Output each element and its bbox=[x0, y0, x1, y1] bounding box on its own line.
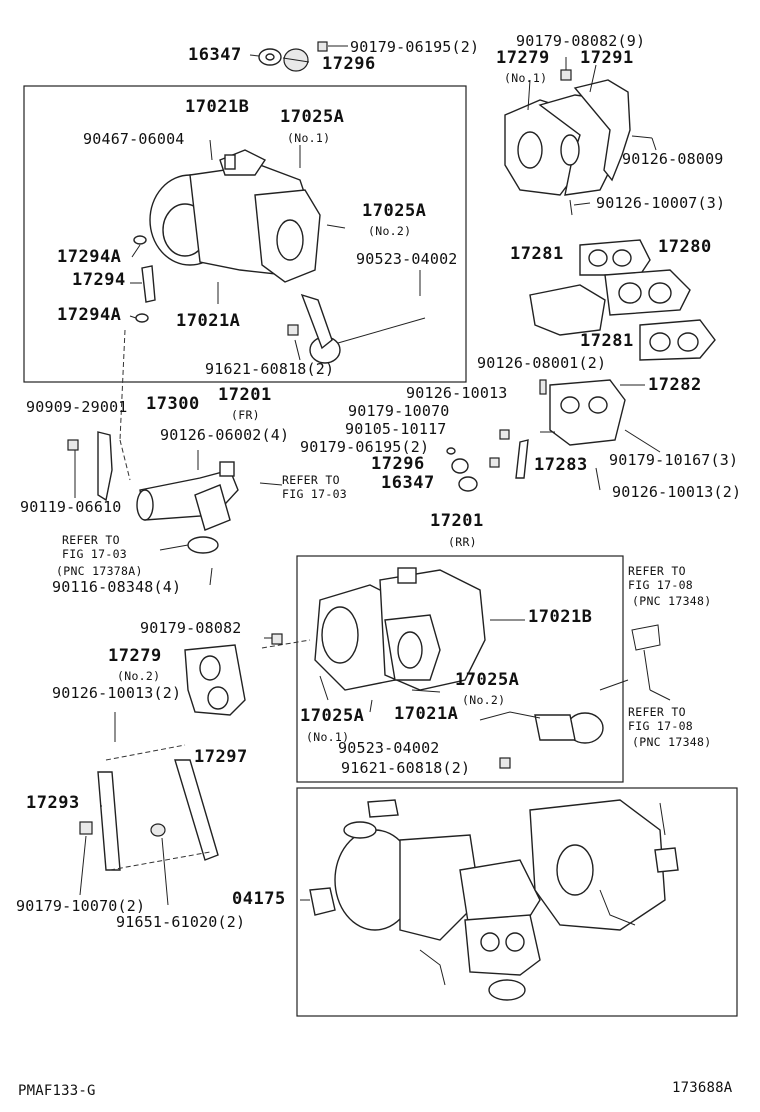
label-17021a-fr: 17021A bbox=[176, 311, 241, 331]
bracket-17282 bbox=[549, 379, 626, 446]
label-17281-2: 17281 bbox=[580, 331, 634, 351]
label-17021a-rr: 17021A bbox=[394, 704, 459, 724]
label-refer-1703-b: REFER TO bbox=[62, 533, 120, 547]
label-17025a-rr1: 17025A bbox=[300, 706, 365, 726]
label-17296-top: 17296 bbox=[322, 54, 376, 74]
gaskets-17280-17281 bbox=[529, 239, 716, 361]
turbo-rear bbox=[314, 567, 486, 691]
front-turbo-frame bbox=[23, 85, 467, 383]
label-90523-fr: 90523-04002 bbox=[356, 250, 458, 268]
label-90105-10117: 90105-10117 bbox=[345, 420, 447, 438]
label-17283: 17283 bbox=[534, 455, 588, 475]
label-90909: 90909-29001 bbox=[26, 398, 128, 416]
label-17025a-fr1: 17025A bbox=[280, 107, 345, 127]
label-17021b-rr: 17021B bbox=[528, 607, 593, 627]
label-17294a-1: 17294A bbox=[57, 247, 122, 267]
label-91621-fr: 91621-60818(2) bbox=[205, 360, 335, 378]
label-17025a-rr2-note: (No.2) bbox=[462, 693, 506, 707]
label-17201-fr: 17201 bbox=[218, 385, 272, 405]
label-90523-rr: 90523-04002 bbox=[338, 739, 440, 757]
label-90179-10070-a: 90179-10070 bbox=[348, 402, 450, 420]
label-90179-08082-rr: 90179-08082 bbox=[140, 619, 242, 637]
label-pnc-17348-a: (PNC 17348) bbox=[632, 594, 712, 608]
label-90179-08082-9: 90179-08082(9) bbox=[516, 32, 646, 50]
label-90126-10013-c: 90126-10013(2) bbox=[52, 684, 182, 702]
label-17025a-fr2: 17025A bbox=[362, 201, 427, 221]
label-17201-rr-note: (RR) bbox=[448, 535, 477, 549]
label-17293: 17293 bbox=[26, 793, 80, 813]
label-refer-1708-b: REFER TO bbox=[628, 705, 686, 719]
actuator-front bbox=[300, 293, 426, 364]
label-17025a-fr2-note: (No.2) bbox=[368, 224, 412, 238]
label-fig-1703-b: FIG 17-03 bbox=[62, 547, 128, 561]
label-91651-61020: 91651-61020(2) bbox=[116, 913, 246, 931]
label-90126-08001: 90126-08001(2) bbox=[477, 354, 607, 372]
label-90126-10013-b: 90126-10013(2) bbox=[612, 483, 742, 501]
label-17201-rr: 17201 bbox=[430, 511, 484, 531]
label-90179-10167: 90179-10167(3) bbox=[609, 451, 739, 469]
label-90126-10007: 90126-10007(3) bbox=[596, 194, 726, 212]
label-pnc-17348-b: (PNC 17348) bbox=[632, 735, 712, 749]
label-17279-no1: (No.1) bbox=[504, 71, 548, 85]
label-fig-1708-b: FIG 17-08 bbox=[628, 719, 694, 733]
label-90467-06004: 90467-06004 bbox=[83, 130, 185, 148]
label-90179-10070-b: 90179-10070(2) bbox=[16, 897, 146, 915]
label-fig-1708-a: FIG 17-08 bbox=[628, 578, 694, 592]
label-refer-1703-a: REFER TO bbox=[282, 473, 340, 487]
label-17021b-fr: 17021B bbox=[185, 97, 250, 117]
label-17281-1: 17281 bbox=[510, 244, 564, 264]
label-90179-06195-top: 90179-06195(2) bbox=[350, 38, 480, 56]
label-17294a-2: 17294A bbox=[57, 305, 122, 325]
label-17279-no2: (No.2) bbox=[117, 669, 161, 683]
label-90179-06195-mid: 90179-06195(2) bbox=[300, 438, 430, 456]
bracket-17293 bbox=[97, 771, 121, 871]
footer-left-code: PMAF133-G bbox=[18, 1083, 96, 1099]
label-90126-06002: 90126-06002(4) bbox=[160, 426, 290, 444]
turbo-front bbox=[149, 149, 321, 283]
turbo-inlet-pipe bbox=[136, 461, 239, 531]
label-16347-mid: 16347 bbox=[381, 473, 435, 493]
footer-right-code: 173688A bbox=[672, 1080, 733, 1096]
bracket-17297 bbox=[174, 759, 219, 861]
actuator-rear bbox=[479, 711, 604, 744]
label-91621-rr: 91621-60818(2) bbox=[341, 759, 471, 777]
turbo-kit-04175 bbox=[309, 799, 679, 1001]
label-17025a-rr2: 17025A bbox=[455, 670, 520, 690]
label-fig-1703-a: FIG 17-03 bbox=[282, 487, 348, 501]
label-17025a-rr1-note: (No.1) bbox=[306, 730, 350, 744]
gasket-17279-no2 bbox=[184, 644, 246, 716]
gasket-16347-top bbox=[258, 48, 282, 66]
label-17279-top: 17279 bbox=[496, 48, 550, 68]
label-17291: 17291 bbox=[580, 48, 634, 68]
label-17300: 17300 bbox=[146, 394, 200, 414]
label-17025a-fr1-note: (No.1) bbox=[287, 131, 331, 145]
label-04175: 04175 bbox=[232, 889, 286, 909]
label-17297: 17297 bbox=[194, 747, 248, 767]
label-90119-06610: 90119-06610 bbox=[20, 498, 122, 516]
kit-frame bbox=[296, 787, 738, 1017]
label-17280: 17280 bbox=[658, 237, 712, 257]
label-16347-top: 16347 bbox=[188, 45, 242, 65]
label-refer-1708-a: REFER TO bbox=[628, 564, 686, 578]
label-pnc-17378a: (PNC 17378A) bbox=[56, 564, 143, 578]
nut-top bbox=[317, 41, 328, 52]
label-17294: 17294 bbox=[72, 270, 126, 290]
label-17201-fr-note: (FR) bbox=[231, 408, 260, 422]
exhaust-manifold-17291 bbox=[504, 79, 631, 196]
label-90126-08009: 90126-08009 bbox=[622, 150, 724, 168]
label-17296-mid: 17296 bbox=[371, 454, 425, 474]
label-90126-10013-a: 90126-10013 bbox=[406, 384, 508, 402]
label-17279-no2-num: 17279 bbox=[108, 646, 162, 666]
label-17282: 17282 bbox=[648, 375, 702, 395]
rear-turbo-frame bbox=[296, 555, 624, 783]
label-90116-08348: 90116-08348(4) bbox=[52, 578, 182, 596]
